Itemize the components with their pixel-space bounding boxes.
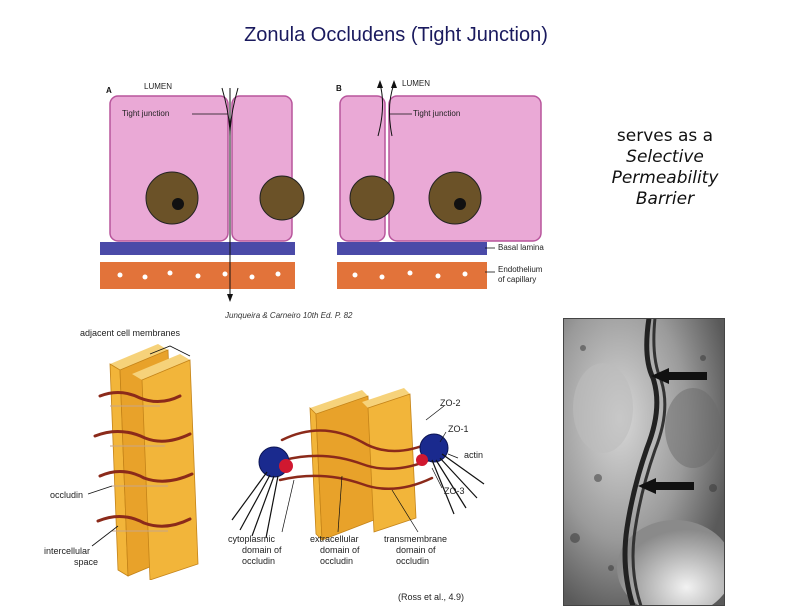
electron-micrograph (563, 318, 725, 606)
cyto-label-line3: occludin (242, 556, 275, 566)
tight-junction-label-b: Tight junction (413, 109, 460, 118)
nucleus-b-right (429, 172, 481, 224)
panel-a-letter: A (106, 86, 112, 95)
basal-lamina-label: Basal lamina (498, 243, 544, 252)
adjacent-membranes-label: adjacent cell membranes (80, 328, 180, 338)
page-title: Zonula Occludens (Tight Junction) (0, 24, 792, 47)
lumen-label-b: LUMEN (402, 79, 430, 88)
nucleus-b-left (350, 176, 394, 220)
figure-credit: Junqueira & Carneiro 10th Ed. P. 82 (225, 311, 353, 320)
intercellular-label-line2: space (74, 557, 98, 567)
trans-label-line1: transmembrane (384, 534, 447, 544)
endothelium-label-line2: of capillary (498, 275, 536, 284)
extra-label-line1: extracellular (310, 534, 359, 544)
endothelium-label-line1: Endothelium (498, 265, 542, 274)
side-note-line3: Permeability (580, 168, 750, 189)
side-note-line1: serves as a (580, 126, 750, 147)
side-note-line2: Selective (580, 147, 750, 168)
basal-lamina-b (337, 242, 487, 255)
cyto-label-line1: cytoplasmic (228, 534, 275, 544)
trans-label-line3: occludin (396, 556, 429, 566)
actin-label: actin (464, 450, 483, 460)
citation-label: (Ross et al., 4.9) (398, 592, 464, 602)
trans-label-line2: domain of (396, 545, 436, 555)
panel-b-letter: B (336, 84, 342, 93)
nucleus-a-left (146, 172, 198, 224)
nucleus-a-right (260, 176, 304, 220)
side-note-line4: Barrier (580, 189, 750, 210)
zo-illustration (222, 380, 532, 606)
tight-junction-label-a: Tight junction (122, 109, 169, 118)
zo1-label: ZO-1 (448, 424, 469, 434)
basal-lamina-a (100, 242, 295, 255)
extra-label-line3: occludin (320, 556, 353, 566)
micrograph-image (563, 318, 725, 606)
membrane-illustration (40, 326, 212, 580)
extra-label-line2: domain of (320, 545, 360, 555)
cyto-label-line2: domain of (242, 545, 282, 555)
intercellular-label-line1: intercellular (44, 546, 90, 556)
side-note: serves as a Selective Permeability Barri… (580, 126, 750, 210)
membrane-occludin-diagram: adjacent cell membranes occludin interce… (40, 326, 212, 580)
zo-protein-diagram: ZO-2 ZO-1 actin ZO-3 cytoplasmic domain … (222, 380, 532, 606)
zo3-label: ZO-3 (444, 486, 465, 496)
lumen-label-a: LUMEN (144, 82, 172, 91)
tight-junction-epithelium-diagram: A B LUMEN LUMEN Tight junction Tight jun… (100, 76, 550, 308)
occludin-label: occludin (50, 490, 83, 500)
zo2-label: ZO-2 (440, 398, 461, 408)
